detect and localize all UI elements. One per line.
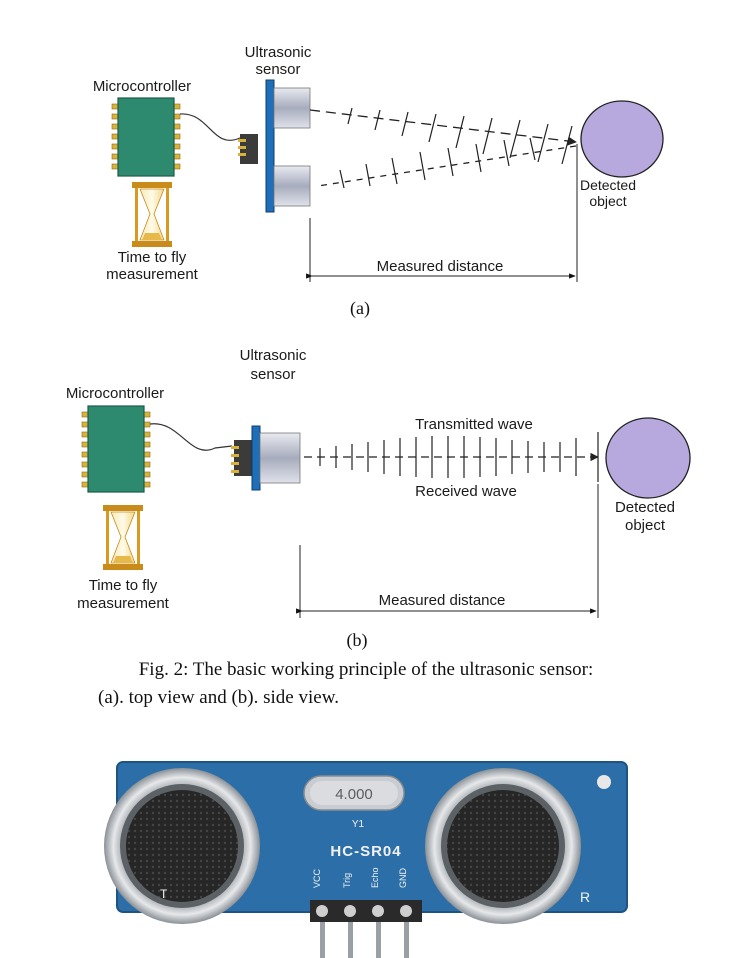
object-label-b-2: object <box>625 517 666 534</box>
crystal-oscillator-icon <box>303 775 405 811</box>
transmitted-wave-label: Transmitted wave <box>415 416 533 433</box>
figure-caption-line-1: Fig. 2: The basic working principle of t… <box>139 659 594 680</box>
object-label-a-2: object <box>589 193 626 209</box>
time-label-a-1: Time to fly <box>118 249 187 266</box>
ultrasonic-sensor-side-icon <box>231 425 301 491</box>
pin-label-trig: Trig <box>342 873 352 888</box>
distance-label-a: Measured distance <box>377 258 504 275</box>
transmitter-transducer-icon <box>104 768 260 924</box>
object-label-a-1: Detected <box>580 177 636 193</box>
sensor-label-b-1: Ultrasonic <box>240 347 307 364</box>
mcu-label-b: Microcontroller <box>66 385 164 402</box>
object-label-b-1: Detected <box>615 499 675 516</box>
pin-label-gnd: GND <box>398 868 408 889</box>
ultrasonic-sensor-top-icon <box>238 79 311 213</box>
crystal-ref: Y1 <box>352 819 365 830</box>
pin-label-echo: Echo <box>370 867 380 888</box>
hourglass-icon <box>103 505 143 570</box>
receiver-mark: R <box>580 889 590 905</box>
panel-a: Ultrasonic sensor Microcontroller <box>93 44 664 319</box>
detected-object-b <box>605 417 691 499</box>
received-wave-label: Received wave <box>415 483 517 500</box>
model-label: HC-SR04 <box>330 843 401 860</box>
microcontroller-chip-icon <box>111 97 181 177</box>
transmitter-mark: T <box>160 887 168 901</box>
crystal-value: 4.000 <box>335 786 373 803</box>
panel-tag-b: (b) <box>347 630 368 651</box>
pin-label-vcc: VCC <box>312 868 322 888</box>
mount-hole <box>597 775 611 789</box>
hourglass-icon <box>132 182 172 247</box>
time-label-b-2: measurement <box>77 595 170 612</box>
sensor-label-a-1: Ultrasonic <box>245 44 312 61</box>
received-wave-a <box>317 145 577 187</box>
wavefronts-b <box>319 432 599 482</box>
panel-b: Ultrasonic sensor Microcontroller <box>66 347 691 651</box>
time-label-a-2: measurement <box>106 266 199 283</box>
mcu-label-a: Microcontroller <box>93 78 191 95</box>
time-label-b-1: Time to fly <box>89 577 158 594</box>
detected-object-a <box>580 100 664 178</box>
distance-label-b: Measured distance <box>379 592 506 609</box>
panel-tag-a: (a) <box>350 298 370 319</box>
wavefronts-a <box>339 107 573 189</box>
sensor-label-a-2: sensor <box>255 61 300 78</box>
sensor-label-b-2: sensor <box>250 366 295 383</box>
receiver-transducer-icon <box>425 768 581 924</box>
transmitted-wave-a <box>309 109 577 146</box>
figure-caption-line-2: (a). top view and (b). side view. <box>98 687 339 708</box>
hc-sr04-photo: 4.000 Y1 HC-SR04 T R VCC Trig Echo GND <box>104 761 628 958</box>
microcontroller-chip-icon <box>81 405 151 493</box>
cable-a <box>179 113 257 141</box>
cable-b <box>149 423 233 451</box>
pin-header-icon <box>310 900 422 958</box>
